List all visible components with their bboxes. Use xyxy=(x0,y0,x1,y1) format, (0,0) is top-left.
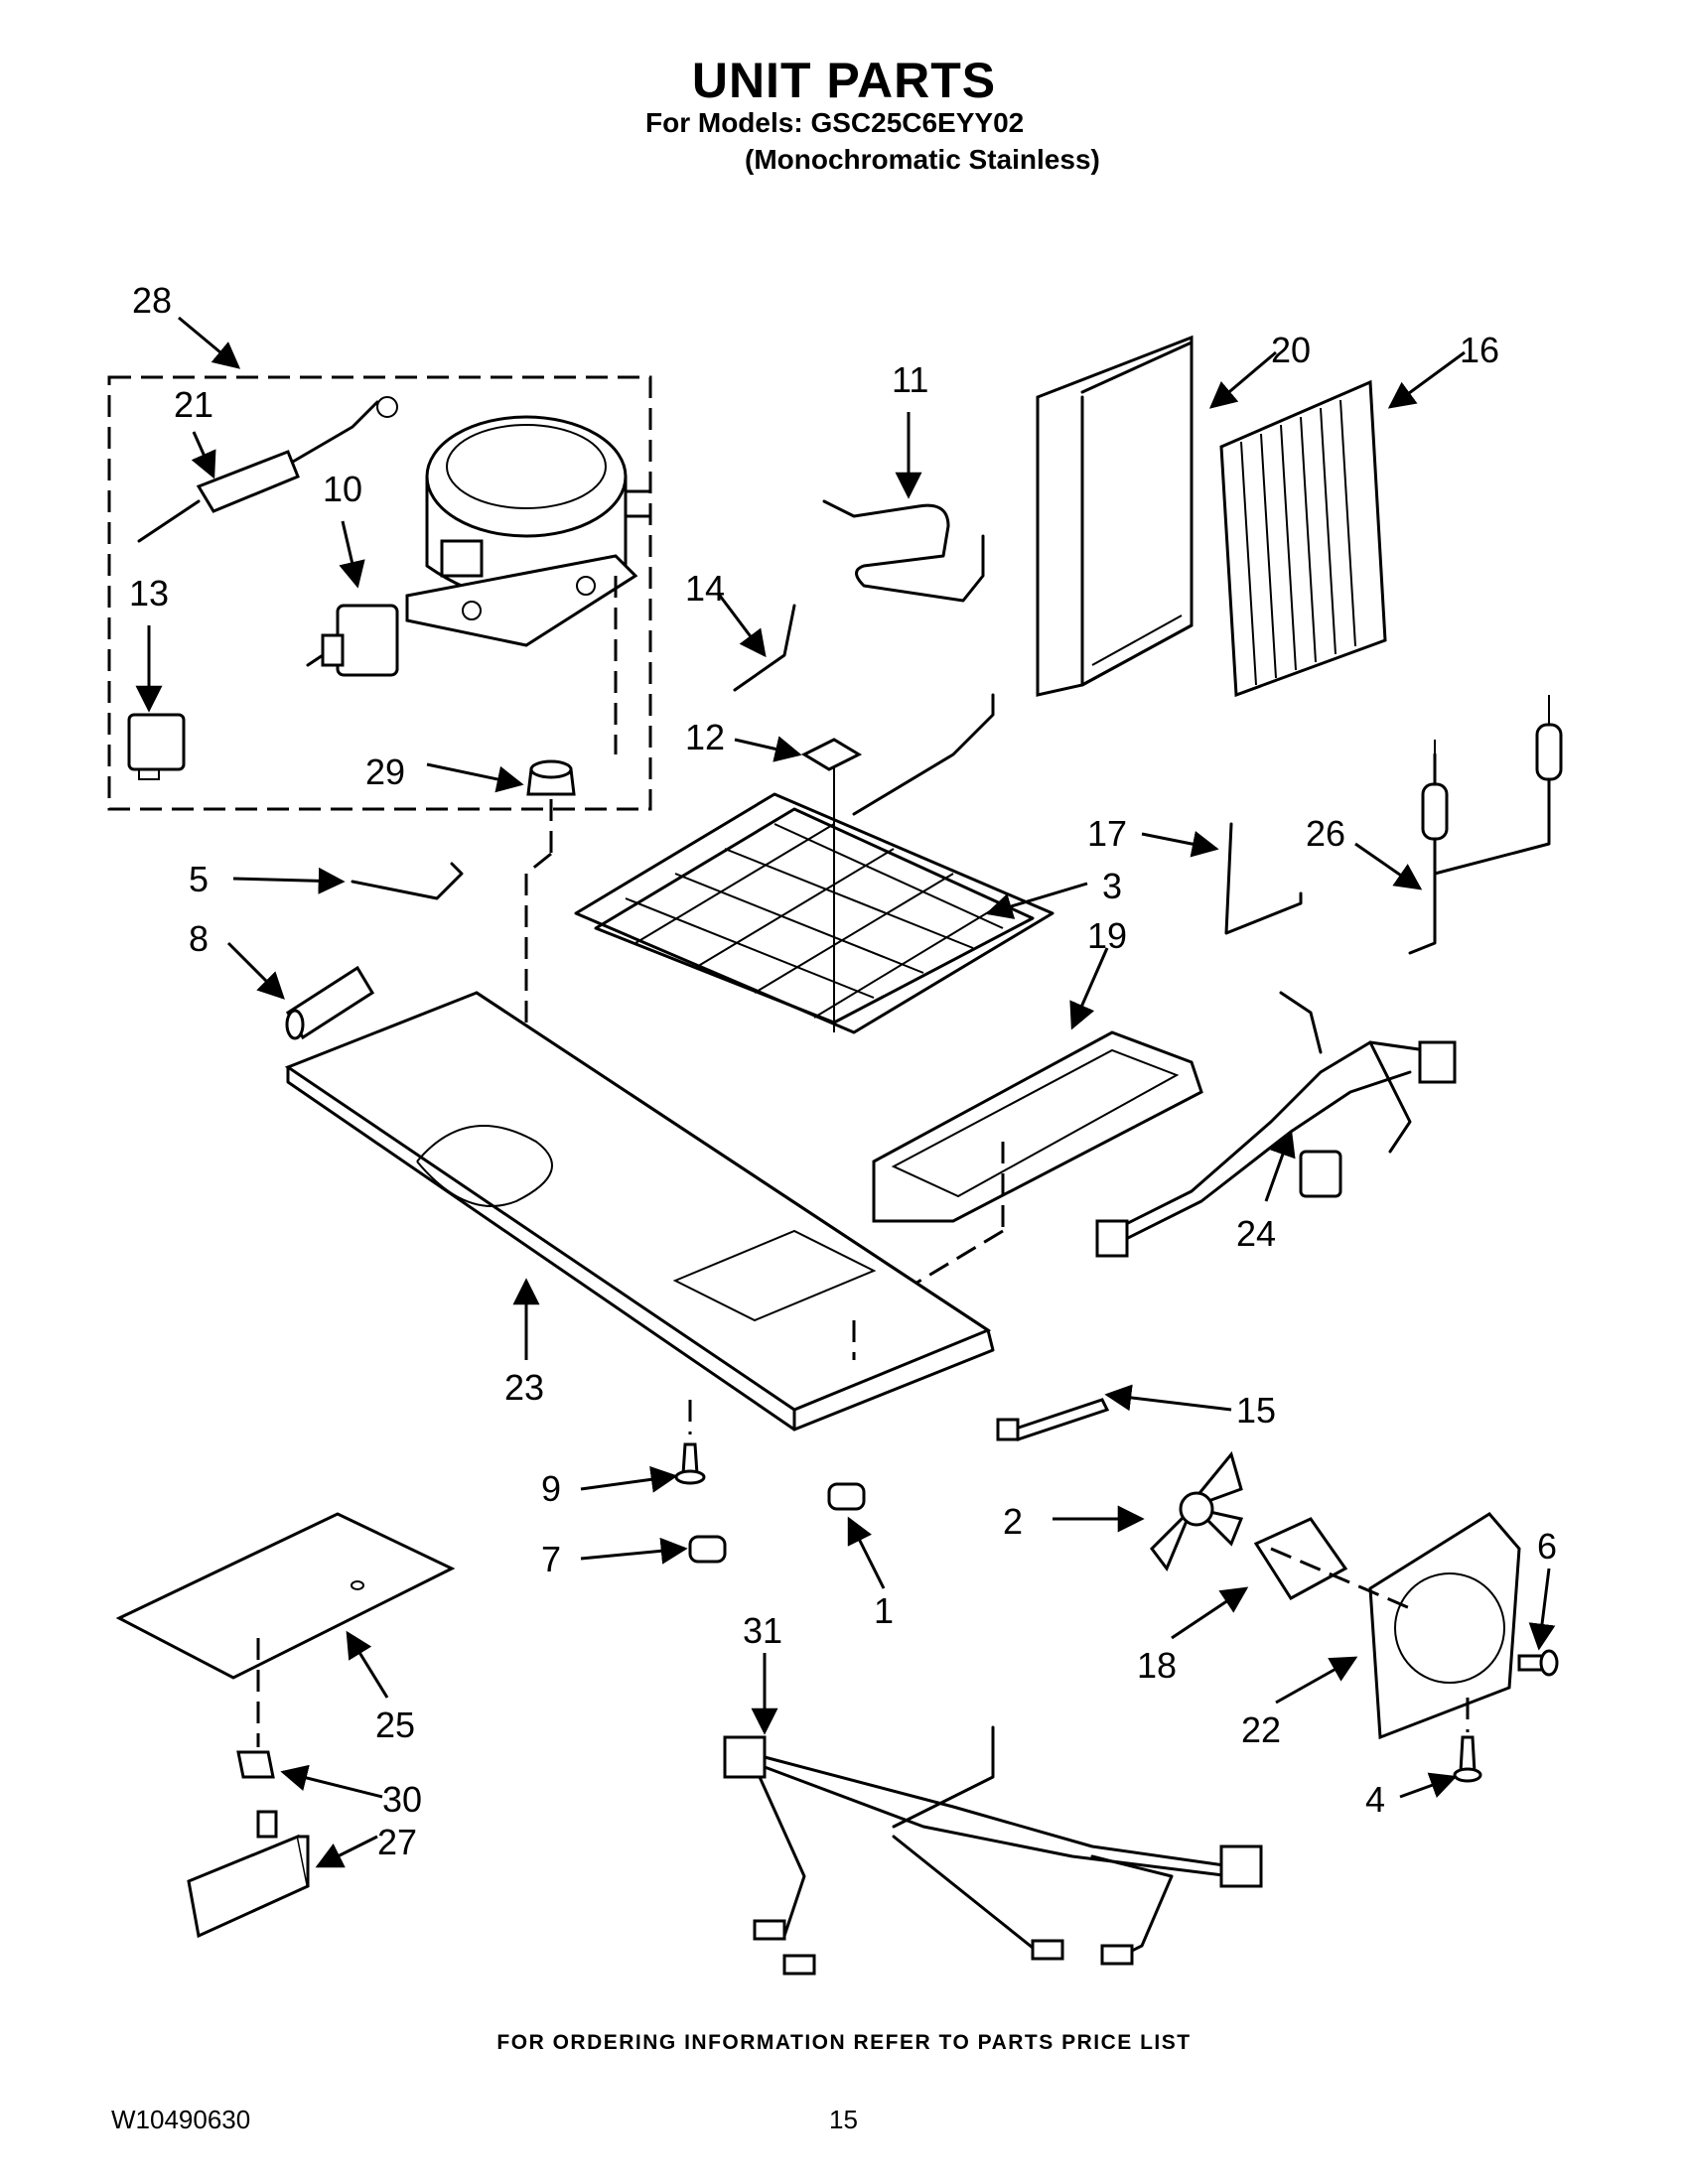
variant-line: (Monochromatic Stainless) xyxy=(745,144,1100,175)
callout-1: 1 xyxy=(874,1590,894,1631)
evaporator xyxy=(574,693,1055,1034)
overload xyxy=(127,713,186,780)
callout-5: 5 xyxy=(189,859,209,899)
callout-3: 3 xyxy=(1102,866,1122,906)
tube-14 xyxy=(733,604,796,692)
callout-10: 10 xyxy=(323,469,362,509)
base-pan xyxy=(284,991,995,1432)
control-box xyxy=(187,1810,310,1939)
tube-11 xyxy=(822,499,985,603)
wire-harness-24 xyxy=(1095,991,1457,1258)
callout-26: 26 xyxy=(1306,813,1345,854)
page-number: 15 xyxy=(829,2105,858,2134)
ordering-info-note: FOR ORDERING INFORMATION REFER TO PARTS … xyxy=(496,2031,1192,2054)
callout-18: 18 xyxy=(1137,1645,1177,1686)
callout-21: 21 xyxy=(174,384,213,425)
callout-16: 16 xyxy=(1460,330,1499,370)
wire-harness-31 xyxy=(723,1725,1263,1976)
fan-blade xyxy=(1150,1450,1244,1571)
grommet xyxy=(526,759,576,796)
callout-4: 4 xyxy=(1365,1779,1385,1820)
callout-30: 30 xyxy=(382,1779,422,1820)
callout-24: 24 xyxy=(1236,1213,1276,1254)
grommet-1 xyxy=(827,1482,866,1511)
bracket-17 xyxy=(1224,822,1303,935)
relay xyxy=(306,604,399,677)
callout-23: 23 xyxy=(504,1367,544,1408)
clip-12 xyxy=(800,738,863,771)
callout-13: 13 xyxy=(129,573,169,614)
callout-6: 6 xyxy=(1537,1526,1557,1567)
compressor-kit-box xyxy=(107,375,652,811)
insulation-sheet xyxy=(115,1512,456,1680)
fan-motor xyxy=(1253,1517,1348,1600)
callout-31: 31 xyxy=(743,1610,782,1651)
tube-insulation xyxy=(285,965,375,1040)
tie-wrap xyxy=(996,1398,1110,1441)
drier xyxy=(137,396,398,543)
page-title: UNIT PARTS xyxy=(691,53,997,108)
callout-17: 17 xyxy=(1087,813,1127,854)
callout-11: 11 xyxy=(892,359,928,400)
screw-9 xyxy=(674,1442,706,1485)
document-number: W10490630 xyxy=(111,2105,251,2134)
callout-28: 28 xyxy=(132,280,172,321)
shroud xyxy=(1036,335,1194,697)
callout-7: 7 xyxy=(541,1539,561,1579)
condenser xyxy=(1219,379,1387,698)
screw-4 xyxy=(1453,1735,1482,1783)
callout-27: 27 xyxy=(377,1822,417,1862)
models-line: For Models: GSC25C6EYY02 xyxy=(645,107,1025,138)
callout-20: 20 xyxy=(1271,330,1311,370)
screw-6 xyxy=(1517,1649,1559,1677)
tubing-26 xyxy=(1408,695,1563,955)
callout-9: 9 xyxy=(541,1468,561,1509)
grommet-7 xyxy=(688,1535,727,1564)
callout-22: 22 xyxy=(1241,1709,1281,1750)
callout-19: 19 xyxy=(1087,915,1127,956)
callout-8: 8 xyxy=(189,918,209,959)
clip-30 xyxy=(236,1750,275,1779)
callout-2: 2 xyxy=(1003,1501,1023,1542)
callout-29: 29 xyxy=(365,751,405,792)
callout-12: 12 xyxy=(685,717,725,757)
wire-clip xyxy=(351,862,464,900)
compressor xyxy=(405,415,652,647)
fan-bracket xyxy=(1368,1512,1521,1740)
callout-labels: 28 21 10 13 29 5 8 11 14 12 20 16 3 17 2… xyxy=(129,280,1557,1862)
callout-25: 25 xyxy=(375,1705,415,1745)
callout-14: 14 xyxy=(685,568,725,609)
callout-15: 15 xyxy=(1236,1390,1276,1431)
